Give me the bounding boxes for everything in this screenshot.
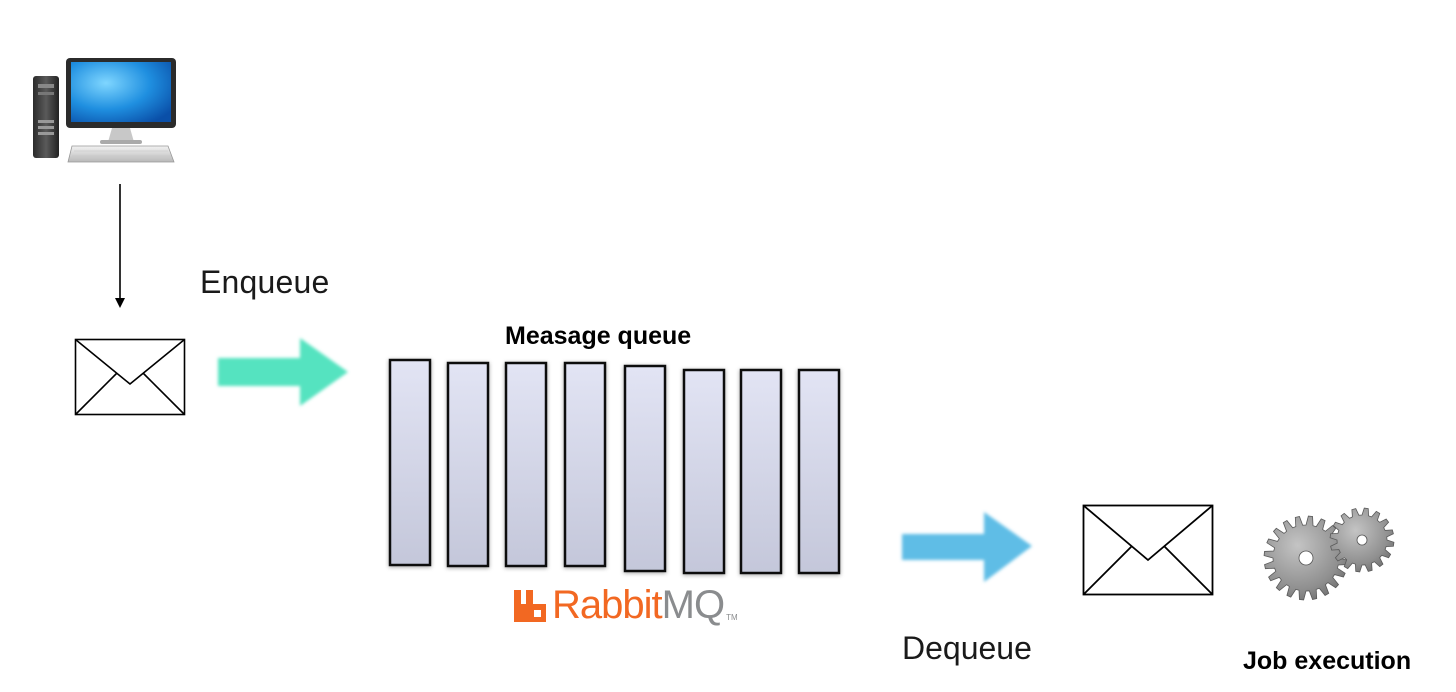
gears-icon	[1258, 500, 1398, 610]
rabbitmq-logo: Rabbit MQ TM	[512, 582, 738, 628]
rabbitmq-wordmark-mq: MQ	[661, 583, 725, 627]
queue-slot	[504, 361, 548, 568]
queue-slot	[563, 361, 607, 568]
dequeue-arrow	[898, 506, 1038, 586]
queue-slot	[446, 361, 490, 568]
down-arrow	[110, 184, 130, 312]
enqueue-arrow	[214, 332, 354, 412]
queue-slot	[388, 358, 432, 567]
rabbitmq-trademark: TM	[726, 613, 738, 622]
small-gear-icon	[1329, 507, 1395, 573]
enqueue-label: Enqueue	[200, 264, 330, 300]
message-queue	[385, 355, 845, 580]
rabbitmq-mark-icon	[514, 590, 546, 622]
queue-slot	[623, 364, 667, 573]
job-execution-label: Job execution	[1243, 647, 1412, 675]
queue-slot	[682, 368, 726, 575]
queue-slot	[739, 368, 783, 575]
envelope-icon	[1082, 504, 1214, 596]
rabbitmq-wordmark-rabbit: Rabbit	[552, 583, 663, 627]
dequeue-label: Dequeue	[902, 630, 1032, 666]
envelope-icon	[74, 338, 186, 416]
queue-title: Measage queue	[505, 322, 692, 350]
desktop-computer-icon	[28, 56, 178, 168]
queue-slot	[797, 368, 841, 575]
large-gear-icon	[1263, 515, 1349, 601]
